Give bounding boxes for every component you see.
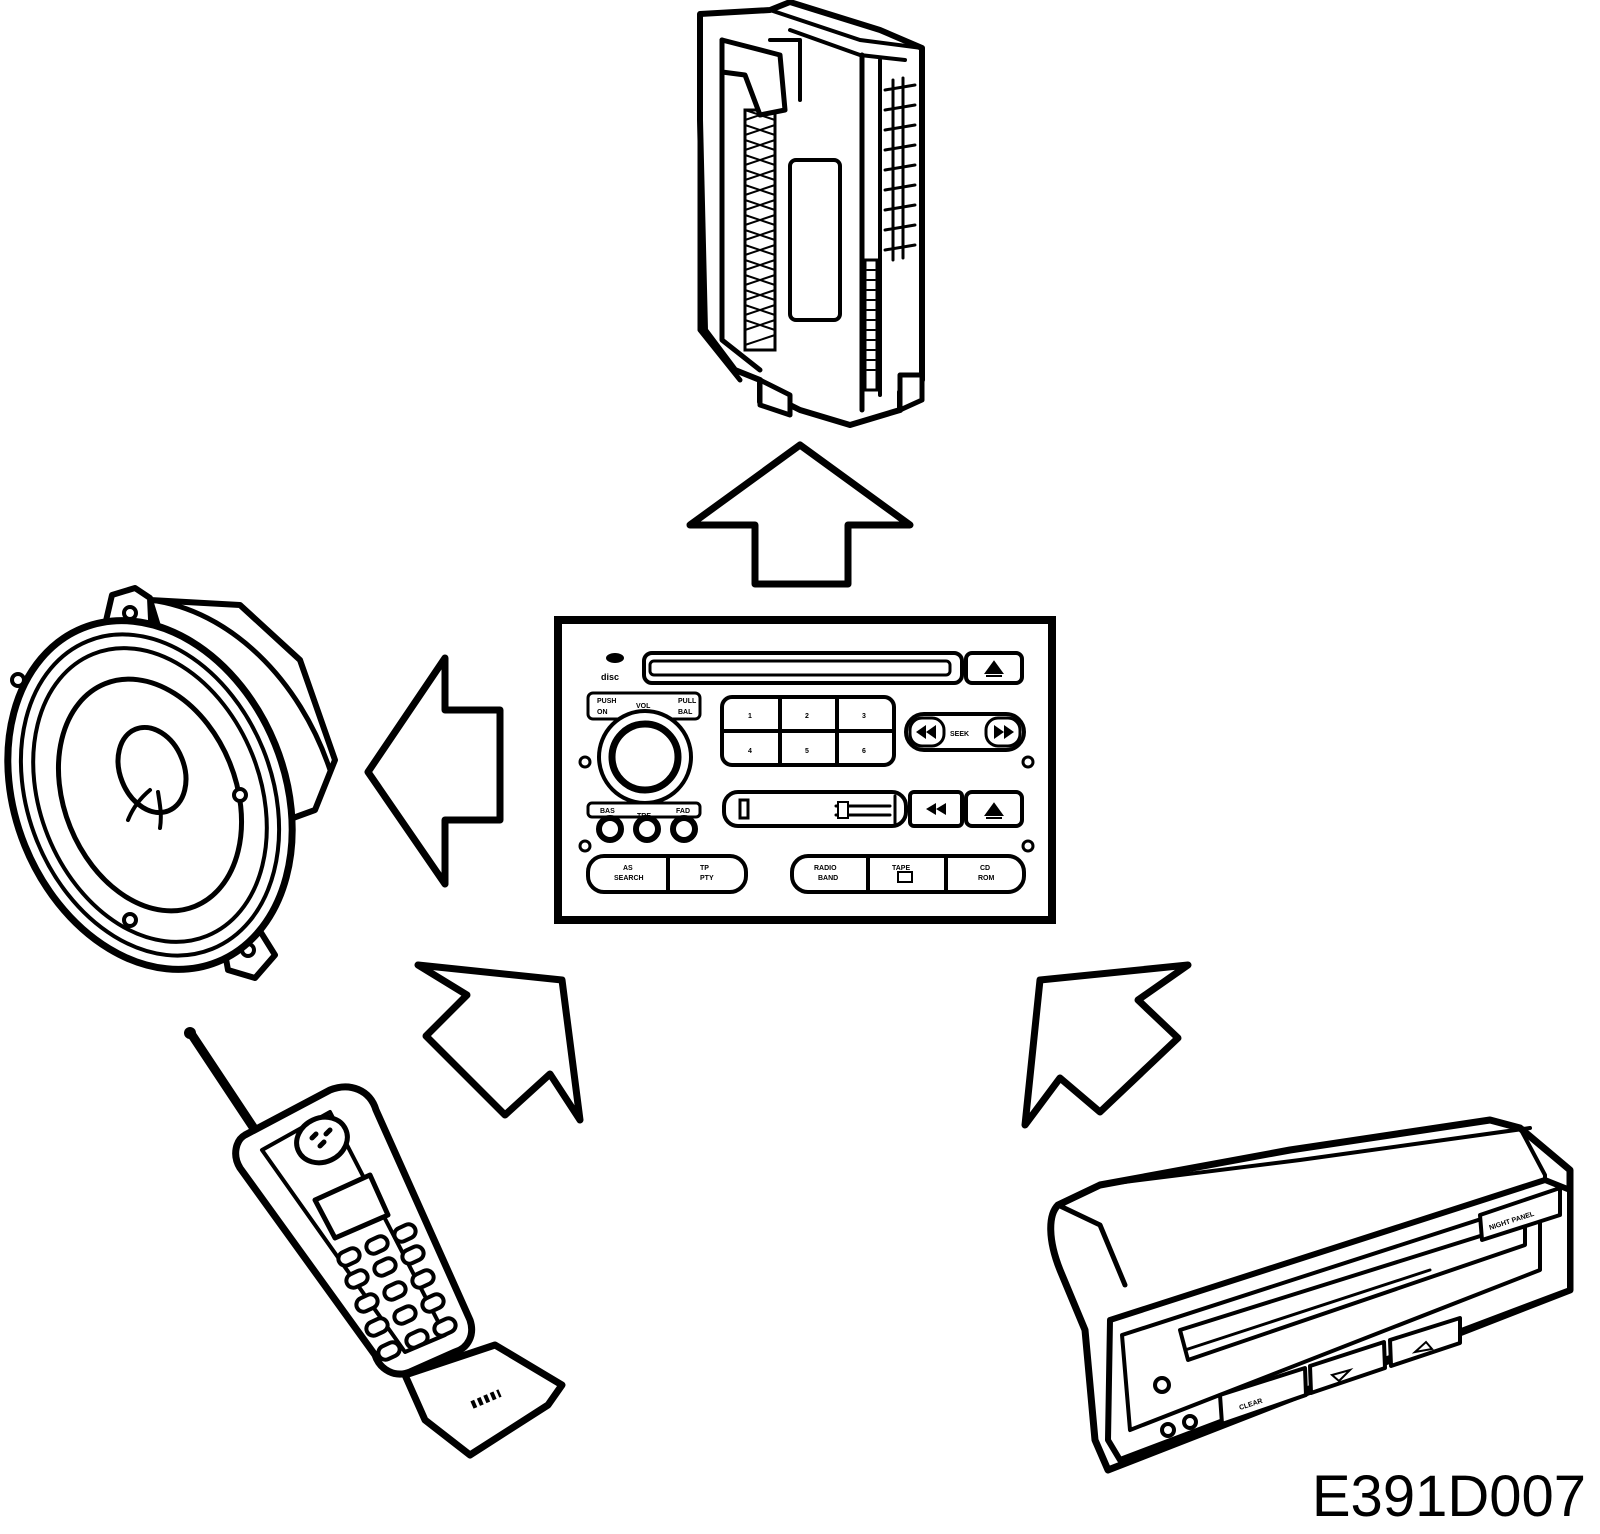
svg-text:SEEK: SEEK — [950, 731, 969, 738]
cd-changer — [700, 2, 922, 425]
arrow-left-to-speaker — [368, 658, 500, 884]
svg-text:BAL: BAL — [678, 709, 693, 716]
svg-text:AS: AS — [623, 865, 633, 872]
svg-text:BAS: BAS — [600, 808, 615, 815]
treble-knob[interactable] — [636, 818, 658, 840]
figure-id: E391D007 — [1312, 1463, 1586, 1530]
screw-hole — [580, 841, 590, 851]
svg-text:RADIO: RADIO — [814, 865, 837, 872]
head-unit: disc PUSH ON VOL PULL BAL BAS TRE FAD — [558, 620, 1052, 920]
arrow-from-phone — [418, 965, 580, 1120]
information-display: NIGHT PANEL CLEAR — [1051, 1120, 1570, 1470]
svg-text:3: 3 — [862, 713, 866, 720]
arrow-from-display — [1025, 965, 1188, 1125]
screw-hole — [1023, 757, 1033, 767]
svg-text:ROM: ROM — [978, 875, 995, 882]
preset-buttons: 1 2 3 4 5 6 — [722, 697, 894, 765]
svg-text:BAND: BAND — [818, 875, 838, 882]
svg-text:TAPE: TAPE — [892, 865, 910, 872]
preset-button-5[interactable]: 5 — [805, 748, 809, 755]
svg-text:PULL: PULL — [678, 698, 697, 705]
display-knob[interactable] — [1155, 1378, 1169, 1392]
arrow-up-to-cd-changer — [690, 445, 910, 584]
svg-text:disc: disc — [601, 672, 619, 682]
preset-button-6[interactable]: 6 — [862, 748, 866, 755]
svg-text:TP: TP — [700, 865, 709, 872]
volume-knob[interactable] — [612, 724, 678, 790]
svg-text:4: 4 — [748, 748, 752, 755]
bass-knob[interactable] — [599, 818, 621, 840]
phone-antenna — [192, 1035, 255, 1130]
source-buttons: RADIO BAND TAPE CD ROM — [792, 856, 1024, 892]
as-tp-buttons: AS SEARCH TP PTY — [588, 856, 746, 892]
svg-text:ON: ON — [597, 709, 608, 716]
svg-text:6: 6 — [862, 748, 866, 755]
preset-button-4[interactable]: 4 — [748, 748, 752, 755]
svg-text:SEARCH: SEARCH — [614, 875, 644, 882]
svg-text:5: 5 — [805, 748, 809, 755]
svg-text:VOL: VOL — [636, 703, 651, 710]
preset-button-2[interactable]: 2 — [805, 713, 809, 720]
svg-text:CD: CD — [980, 865, 990, 872]
svg-text:PUSH: PUSH — [597, 698, 616, 705]
preset-button-1[interactable]: 1 — [748, 713, 752, 720]
svg-text:FAD: FAD — [676, 808, 690, 815]
svg-text:2: 2 — [805, 713, 809, 720]
cassette-slot[interactable] — [724, 792, 906, 826]
svg-text:PTY: PTY — [700, 875, 714, 882]
screw-hole — [580, 757, 590, 767]
seek-control: SEEK — [906, 714, 1024, 750]
svg-text:1: 1 — [748, 713, 752, 720]
display-knob[interactable] — [1162, 1424, 1174, 1436]
speaker — [0, 578, 343, 1013]
fader-knob[interactable] — [673, 818, 695, 840]
cd-changer-label-panel — [790, 160, 840, 320]
screw-hole — [1023, 841, 1033, 851]
preset-button-3[interactable]: 3 — [862, 713, 866, 720]
display-knob[interactable] — [1184, 1416, 1196, 1428]
